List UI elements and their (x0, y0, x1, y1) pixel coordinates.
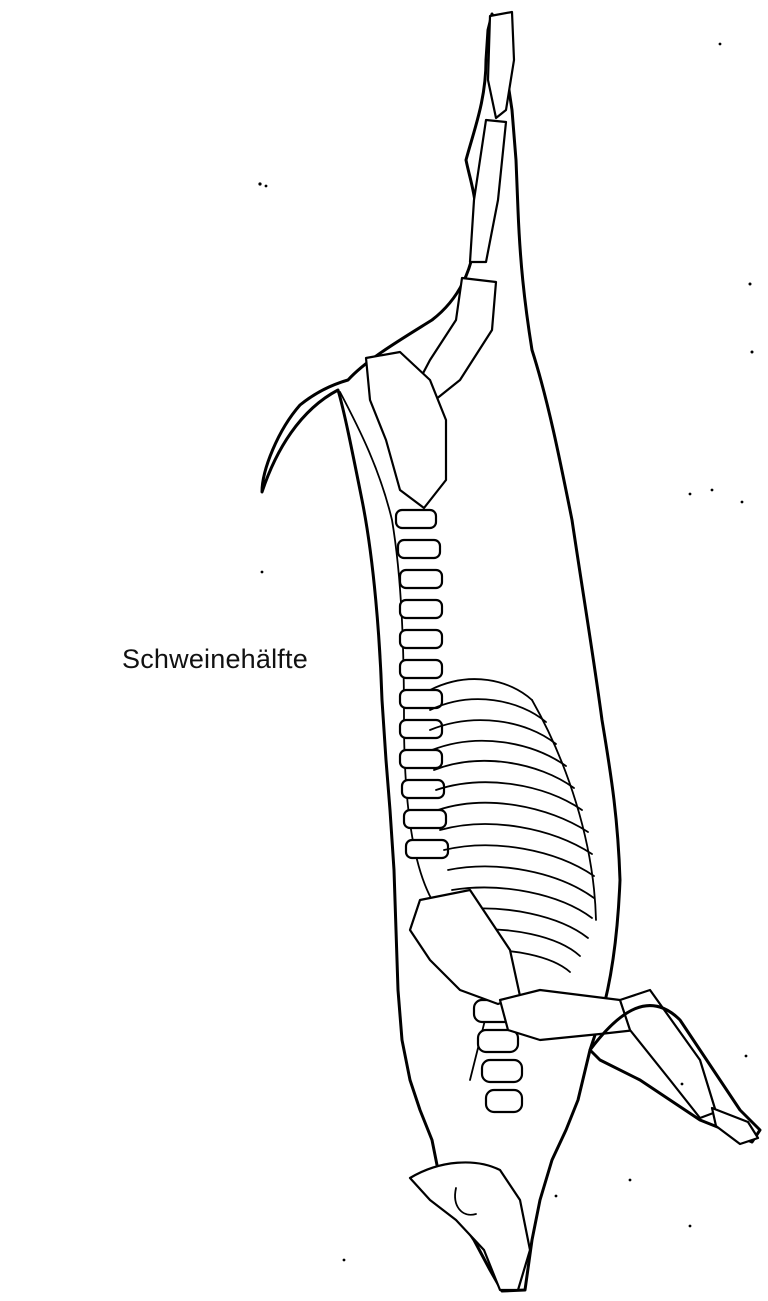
vertebrae-group (396, 510, 522, 1112)
hind-shank-bone (470, 120, 506, 262)
humerus-bone (500, 990, 640, 1040)
carcass-outline (262, 14, 620, 1291)
fore-foot-bone (712, 1108, 758, 1144)
scapula-bone (410, 890, 520, 1004)
skull-bone (410, 1162, 530, 1290)
